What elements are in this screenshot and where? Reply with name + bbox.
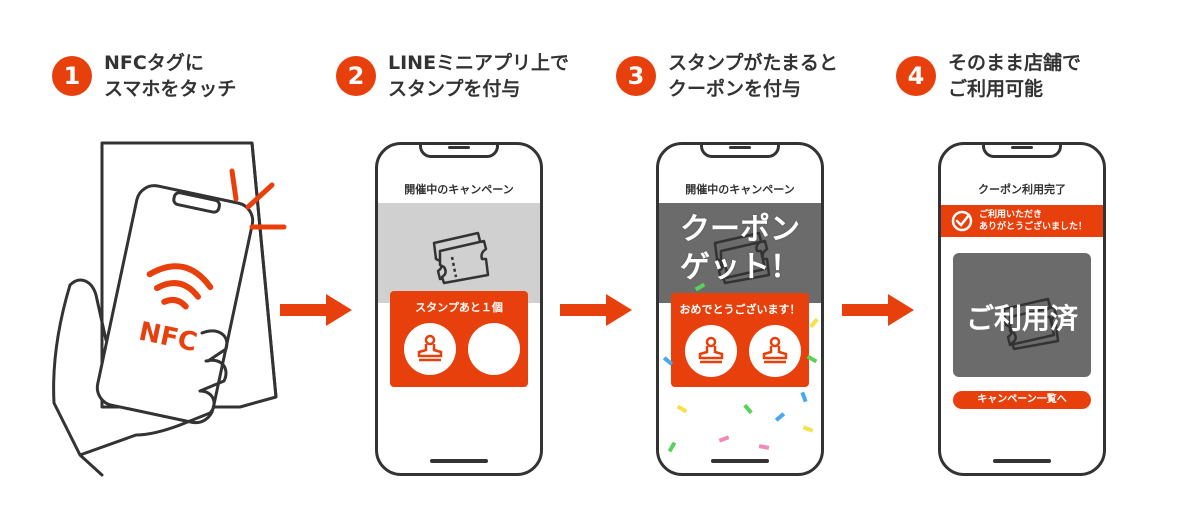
home-indicator xyxy=(711,459,769,463)
phone-notch xyxy=(700,145,780,158)
step-2-title: LINEミニアプリ上で スタンプを付与 xyxy=(388,52,570,100)
confetti xyxy=(800,391,808,403)
stamp-icon xyxy=(417,334,443,362)
used-coupon-box: ご利用済 xyxy=(953,253,1091,377)
stamp-icon xyxy=(762,336,788,364)
coupon-complete-title: クーポン利用完了 xyxy=(978,183,1066,196)
nfc-touch-illustration: NFC xyxy=(52,141,287,477)
confetti xyxy=(758,444,770,450)
stamp-slot-filled xyxy=(749,325,801,377)
phone-notch xyxy=(982,145,1062,158)
ticket-icon xyxy=(713,231,771,285)
used-label: ご利用済 xyxy=(965,302,1078,335)
step-3-header: 3 スタンプがたまると クーポンを付与 xyxy=(616,50,838,102)
campaign-title: 開催中のキャンペーン xyxy=(404,183,514,196)
touch-emphasis-icon xyxy=(229,168,287,230)
phone-step-4: クーポン利用完了 ご利用いただき ありがとうございました！ ご利用済 キャンペー… xyxy=(938,142,1106,476)
stamp-card: おめでとうございます！ xyxy=(671,293,809,387)
confetti xyxy=(667,441,677,453)
confetti xyxy=(718,435,730,443)
thanks-banner: ご利用いただき ありがとうございました！ xyxy=(941,205,1103,237)
step-1-title: NFCタグに スマホをタッチ xyxy=(104,52,237,100)
arrow-right-icon xyxy=(842,294,914,326)
step-1-header: 1 NFCタグに スマホをタッチ xyxy=(52,50,236,102)
congrats-label: おめでとうございます！ xyxy=(679,303,801,316)
phone-notch xyxy=(419,145,499,158)
touch-phone-body xyxy=(95,184,255,425)
coupon-preview-band xyxy=(659,203,821,303)
step-3-number: 3 xyxy=(616,56,656,96)
stamp-icon xyxy=(698,336,724,364)
confetti xyxy=(743,403,753,415)
confetti xyxy=(802,425,814,433)
confetti xyxy=(676,404,688,414)
step-2-header: 2 LINEミニアプリ上で スタンプを付与 xyxy=(336,50,569,102)
stamp-slot-filled xyxy=(685,325,737,377)
step-2-number: 2 xyxy=(336,56,376,96)
wifi-signal-icon xyxy=(146,263,214,310)
arrow-right-icon xyxy=(560,294,632,326)
step-4-header: 4 そのまま店舗で ご利用可能 xyxy=(896,50,1081,102)
step-3-title: スタンプがたまると クーポンを付与 xyxy=(668,52,838,100)
stamp-slot-filled xyxy=(404,323,456,375)
check-circle-icon xyxy=(951,210,973,232)
step-4-number: 4 xyxy=(896,56,936,96)
confetti xyxy=(809,317,819,329)
ticket-icon xyxy=(1002,297,1060,351)
arrow-right-icon xyxy=(280,294,352,326)
hand-shape xyxy=(52,278,229,477)
ticket-icon xyxy=(432,231,490,285)
coupon-preview-band xyxy=(378,203,540,303)
thanks-message: ご利用いただき ありがとうございました！ xyxy=(979,210,1088,232)
home-indicator xyxy=(993,459,1051,463)
step-1-number: 1 xyxy=(52,56,92,96)
home-indicator xyxy=(430,459,488,463)
campaign-title: 開催中のキャンペーン xyxy=(685,183,795,196)
confetti xyxy=(774,412,786,422)
coupon-get-line1: クーポン xyxy=(680,212,800,247)
coupon-get-line2: ゲット！ xyxy=(680,250,800,285)
phone-step-3: 開催中のキャンペーン クーポン ゲット！ おめでとうございます！ xyxy=(656,142,824,476)
stamp-card: スタンプあと１個 xyxy=(390,291,528,387)
step-4-title: そのまま店舗で ご利用可能 xyxy=(948,52,1082,100)
stamp-slot-empty xyxy=(468,323,520,375)
campaign-list-button[interactable]: キャンペーン一覧へ xyxy=(953,391,1091,409)
stamp-card-label: スタンプあと１個 xyxy=(415,301,503,314)
phone-step-2: 開催中のキャンペーン スタンプあと１個 xyxy=(375,142,543,476)
